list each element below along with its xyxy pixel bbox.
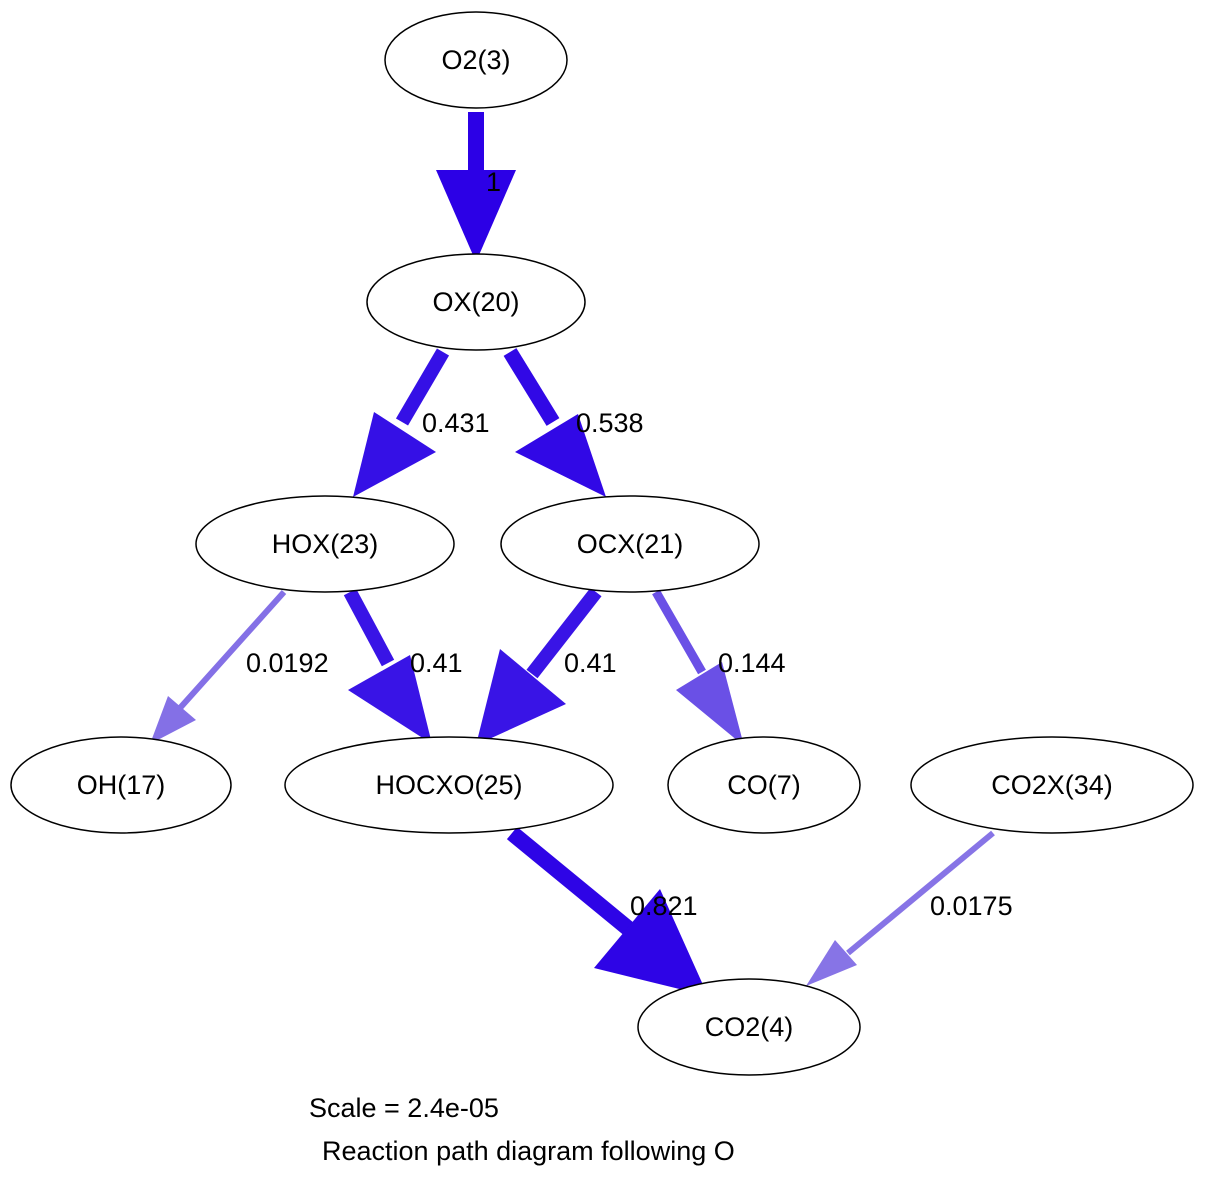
edge-label: 0.41: [410, 648, 463, 678]
node-ellipse: [195, 495, 455, 593]
node-ellipse: [284, 736, 614, 834]
edge-arrowhead: [676, 662, 744, 746]
node-label: CO2(4): [705, 1012, 794, 1042]
edge-line: [526, 587, 602, 679]
edge-hox-to-oh: 0.0192: [150, 589, 329, 744]
node-label: HOCXO(25): [375, 770, 522, 800]
edge-arrowhead: [806, 940, 857, 986]
node-ocx: OCX(21): [500, 495, 760, 593]
edge-label: 0.0175: [930, 891, 1013, 921]
node-layer: O2(3) OX(20) HOX(23) OCX(21) OH(17) HOCX…: [10, 11, 1194, 1076]
edge-ocx-to-co: 0.144: [652, 589, 786, 746]
diagram-caption: Scale = 2.4e-05 Reaction path diagram fo…: [309, 1093, 735, 1166]
node-label: OX(20): [432, 287, 519, 317]
edge-label: 0.0192: [246, 648, 329, 678]
edge-ox-to-ocx: 0.538: [503, 348, 644, 497]
node-label: CO(7): [727, 770, 801, 800]
edge-line: [177, 589, 287, 711]
node-ellipse: [384, 11, 568, 109]
diagram-title: Reaction path diagram following O: [322, 1136, 735, 1166]
edge-line: [506, 826, 636, 937]
node-label: OH(17): [77, 770, 166, 800]
node-ellipse: [366, 253, 586, 351]
edge-arrowhead: [348, 655, 432, 744]
node-ellipse: [637, 978, 861, 1076]
edge-arrowhead: [353, 412, 436, 497]
edge-co2x-to-co2: 0.0175: [806, 830, 1013, 986]
node-oh: OH(17): [10, 736, 232, 834]
node-o2: O2(3): [384, 11, 568, 109]
edge-label: 0.821: [630, 891, 698, 921]
edge-label: 0.41: [564, 648, 617, 678]
node-ellipse: [10, 736, 232, 834]
edge-hox-to-hocxo: 0.41: [343, 588, 463, 744]
node-hox: HOX(23): [195, 495, 455, 593]
edge-label: 0.538: [576, 408, 644, 438]
edge-label: 0.144: [718, 648, 786, 678]
edge-arrowhead: [515, 414, 606, 497]
edge-line: [343, 588, 395, 667]
edge-label: 0.431: [422, 408, 490, 438]
node-co2: CO2(4): [637, 978, 861, 1076]
edge-ocx-to-hocxo: 0.41: [476, 587, 617, 745]
node-ellipse: [500, 495, 760, 593]
edge-ox-to-hox: 0.431: [353, 348, 490, 497]
edge-arrowhead: [594, 889, 708, 996]
edge-hocxo-to-co2: 0.821: [506, 826, 708, 996]
node-ellipse: [667, 736, 861, 834]
edge-line: [395, 348, 450, 426]
node-hocxo: HOCXO(25): [284, 736, 614, 834]
edge-line: [503, 348, 560, 426]
edge-arrowhead: [436, 170, 516, 262]
node-label: OCX(21): [577, 529, 684, 559]
node-label: O2(3): [441, 45, 510, 75]
node-label: CO2X(34): [991, 770, 1113, 800]
node-co2x: CO2X(34): [910, 736, 1194, 834]
edge-arrowhead: [476, 649, 566, 745]
edge-layer: 1 0.431 0.538 0.0192 0.41: [150, 112, 1013, 996]
edge-label: 1: [486, 167, 501, 197]
node-ox: OX(20): [366, 253, 586, 351]
edge-o2-to-ox: 1: [436, 112, 516, 262]
node-ellipse: [910, 736, 1194, 834]
node-co: CO(7): [667, 736, 861, 834]
node-label: HOX(23): [272, 529, 379, 559]
edge-arrowhead: [150, 696, 196, 744]
edge-line: [652, 589, 706, 675]
edge-line: [846, 830, 995, 956]
scale-text: Scale = 2.4e-05: [309, 1093, 499, 1123]
